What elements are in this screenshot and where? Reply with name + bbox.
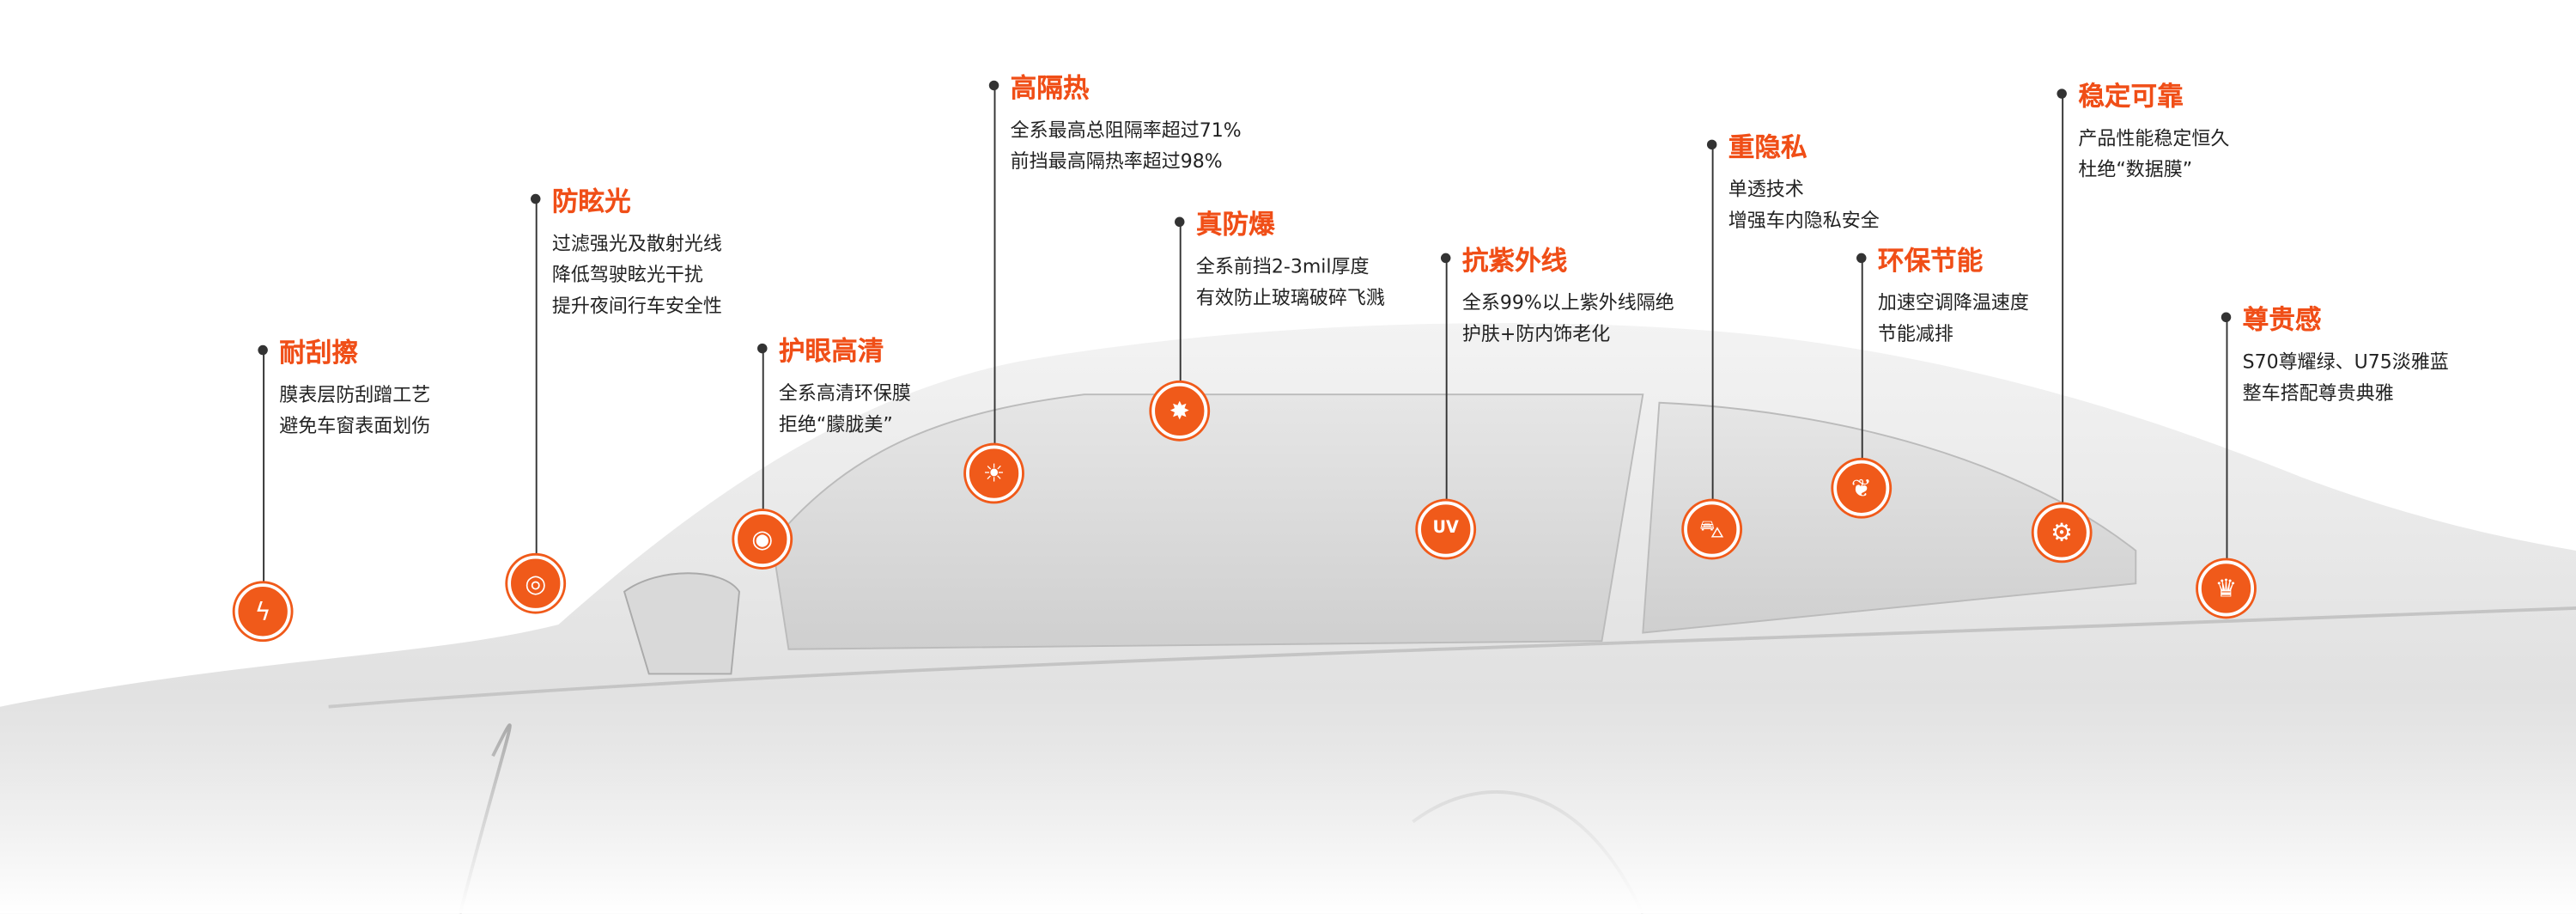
feature-description: 过滤强光及散射光线降低驾驶眩光干扰提升夜间行车安全性: [552, 228, 722, 322]
feature-title: 真防爆: [1195, 208, 1275, 241]
description-line: 护肤+防内饰老化: [1461, 322, 1611, 345]
feature-description: 全系前挡2-3mil厚度有效防止玻璃破碎飞溅: [1196, 252, 1385, 314]
leader-line: [262, 350, 264, 588]
description-line: 前挡最高隔热率超过98%: [1010, 149, 1223, 173]
feature-description: 产品性能稳定恒久杜绝“数据膜”: [2078, 123, 2229, 186]
leader-dot: [2221, 312, 2232, 323]
leader-dot: [258, 344, 268, 356]
leader-dot: [757, 343, 768, 354]
feature-description: 全系最高总阻隔率超过71% 前挡最高隔热率超过98%: [1011, 115, 1242, 178]
feature-title: 重隐私: [1728, 131, 1807, 163]
feature-description: 膜表层防刮蹭工艺避免车窗表面划伤: [279, 380, 430, 442]
leader-dot: [2057, 88, 2067, 99]
scratch-icon: ϟ: [234, 583, 291, 640]
feature-title: 耐刮擦: [279, 337, 359, 369]
description-line: 拒绝“朦胧美”: [778, 412, 893, 436]
leader-line: [534, 198, 537, 559]
leader-dot: [1440, 253, 1451, 264]
feature-description: 加速空调降温速度节能减排: [1878, 288, 2029, 350]
feature-title: 抗紫外线: [1461, 245, 1568, 277]
leader-dot: [1706, 139, 1717, 150]
explosion-icon: ✸: [1151, 382, 1208, 439]
description-line: 膜表层防刮蹭工艺: [279, 382, 431, 406]
description-line: 产品性能稳定恒久: [2078, 126, 2230, 150]
description-line: 整车搭配尊贵典雅: [2242, 381, 2394, 405]
leader-dot: [1856, 253, 1867, 264]
feature-description: 全系高清环保膜拒绝“朦胧美”: [779, 378, 911, 441]
description-line: 过滤强光及散射光线: [551, 231, 722, 255]
description-line: 全系高清环保膜: [778, 381, 911, 405]
glare-eye-icon: ◎: [507, 555, 564, 612]
description-line: S70尊耀绿、U75淡雅蓝: [2242, 350, 2449, 374]
description-line: 有效防止玻璃破碎飞溅: [1195, 285, 1385, 309]
leader-dot: [988, 80, 999, 91]
description-line: 加速空调降温速度: [1877, 290, 2029, 314]
crown-icon: ♛: [2197, 560, 2255, 617]
feature-title: 防眩光: [551, 186, 631, 217]
gear-cycle-icon: ⚙: [2033, 504, 2090, 561]
eye-icon: ◉: [734, 511, 791, 568]
leader-line: [761, 348, 763, 515]
uv-icon: UV: [1418, 501, 1474, 558]
feature-description: 单透技术增强车内隐私安全: [1728, 174, 1880, 237]
description-line: 全系前挡2-3mil厚度: [1195, 254, 1370, 278]
leader-line: [2061, 94, 2063, 509]
leader-line: [1444, 258, 1447, 505]
privacy-car-icon: ⛍: [1684, 501, 1741, 558]
description-line: 杜绝“数据膜”: [2078, 157, 2193, 181]
leader-line: [993, 85, 995, 449]
feature-title: 环保节能: [1877, 245, 1984, 277]
feature-title: 高隔热: [1010, 72, 1090, 104]
description-line: 单透技术: [1728, 177, 1804, 201]
feature-description: 全系99%以上紫外线隔绝护肤+防内饰老化: [1462, 288, 1674, 350]
feature-title: 护眼高清: [778, 335, 884, 367]
leader-line: [1860, 258, 1862, 464]
description-line: 节能减排: [1877, 322, 1953, 345]
leader-dot: [530, 193, 541, 204]
leader-line: [2225, 317, 2227, 564]
description-line: 提升夜间行车安全性: [551, 294, 722, 318]
description-line: 降低驾驶眩光干扰: [551, 263, 703, 286]
description-line: 全系最高总阻隔率超过71%: [1010, 118, 1242, 142]
feature-title: 尊贵感: [2242, 303, 2322, 336]
description-line: 避免车窗表面划伤: [279, 414, 431, 437]
thermometer-icon: ☀: [966, 445, 1023, 502]
leaf-icon: ❦: [1833, 460, 1890, 516]
description-line: 增强车内隐私安全: [1728, 208, 1880, 232]
feature-title: 稳定可靠: [2078, 80, 2184, 113]
leader-line: [1710, 144, 1713, 505]
leader-dot: [1175, 216, 1185, 228]
feature-description: S70尊耀绿、U75淡雅蓝整车搭配尊贵典雅: [2243, 347, 2449, 410]
description-line: 全系99%以上紫外线隔绝: [1461, 290, 1674, 314]
leader-line: [1178, 222, 1181, 387]
